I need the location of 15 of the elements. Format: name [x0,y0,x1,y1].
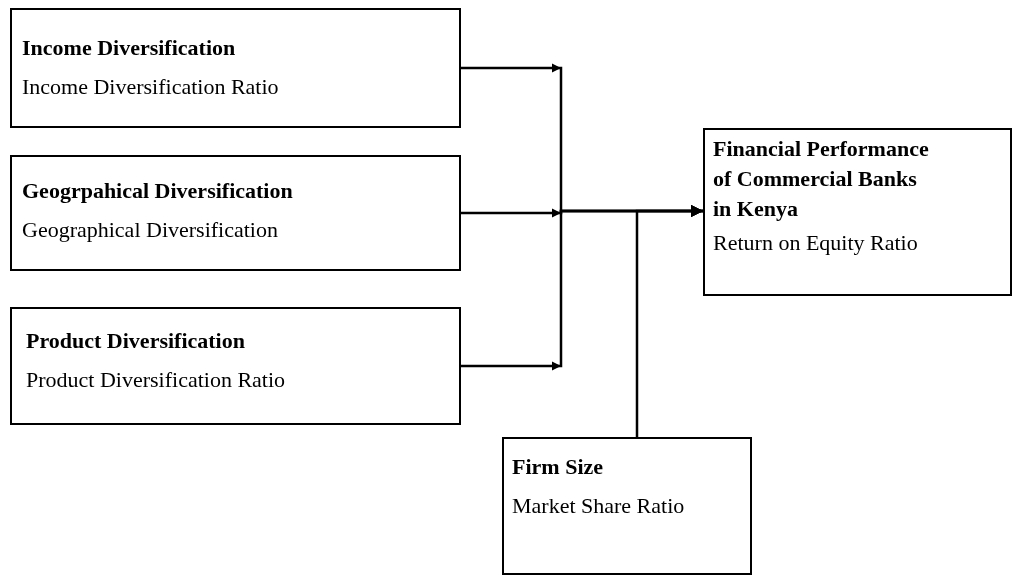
variable-measure: Return on Equity Ratio [713,229,918,257]
variable-box [10,155,461,271]
variable-heading: Financial Performance of Commercial Banks in Kenya [713,135,930,223]
variable-box [10,8,461,128]
variable-measure: Product Diversification Ratio [26,366,286,394]
variable-box [703,128,1012,296]
variable-measure: Income Diversification Ratio [22,73,279,101]
variable-box [502,437,752,575]
variable-heading: Product Diversification [26,327,245,355]
variable-measure: Geographical Diversification [22,216,278,244]
variable-measure: Market Share Ratio [512,492,685,520]
variable-heading: Geogrpahical Diversification [22,177,293,205]
variable-box [10,307,461,425]
variable-heading: Income Diversification [22,34,236,62]
variable-heading: Firm Size [512,453,604,481]
